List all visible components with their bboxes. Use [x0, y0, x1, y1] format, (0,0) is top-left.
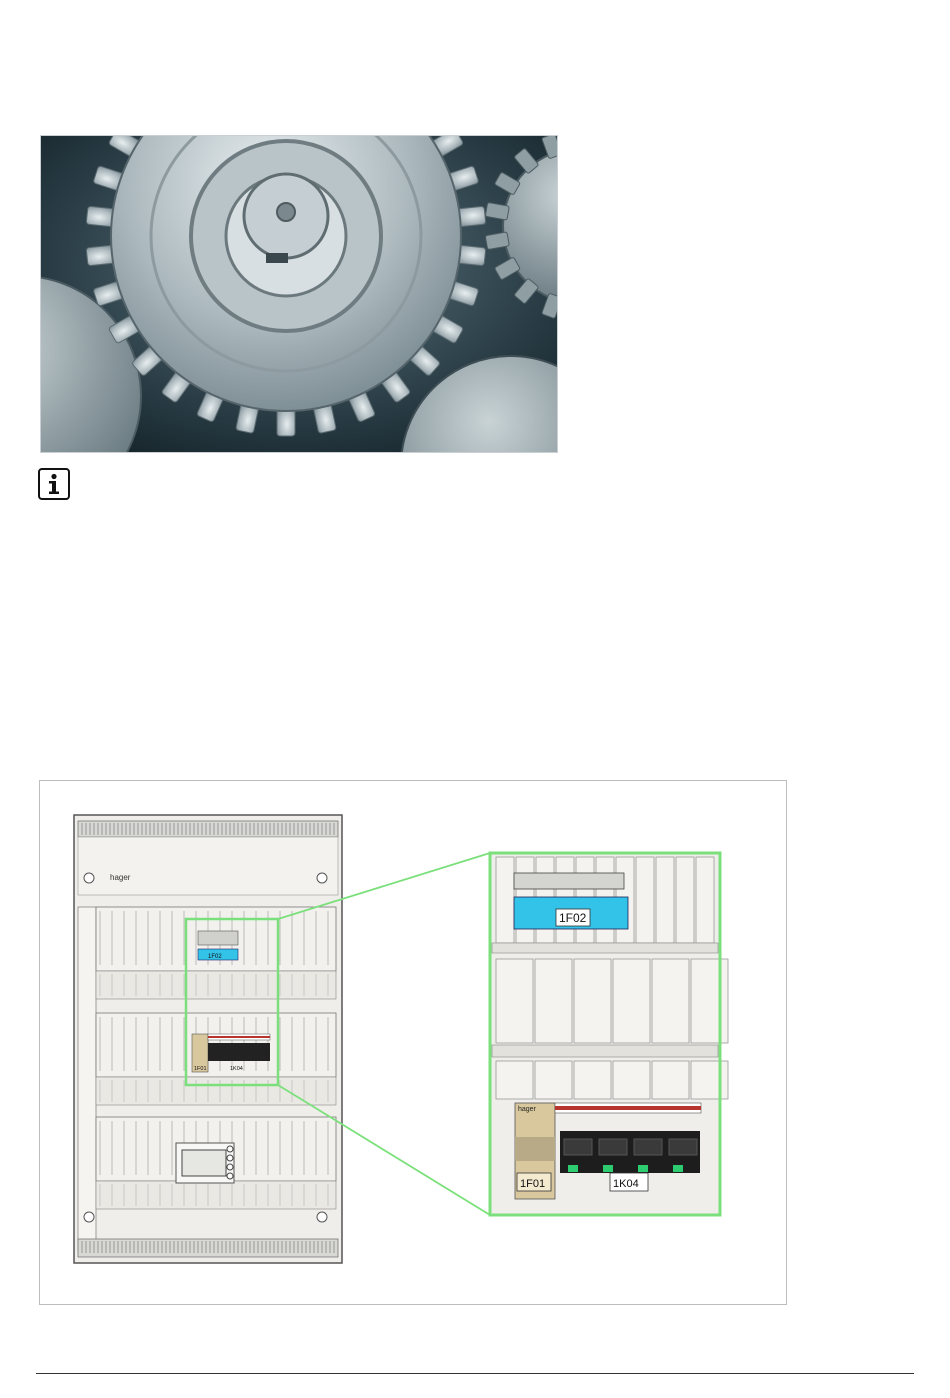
gears-photo	[40, 135, 558, 453]
small-breaker-label: 1F02	[208, 954, 222, 960]
info-icon	[38, 468, 70, 500]
zoom-brand-label: hager	[518, 1106, 537, 1113]
zoom-rcd-label: 1F01	[520, 1178, 545, 1190]
zoom-contactor-label: 1K04	[613, 1178, 639, 1190]
zoom-detail: 1F02 hager 1F01 1K04	[490, 853, 728, 1215]
board-diagram: hager 1F02 1F01 1K04	[40, 781, 786, 1304]
gears-image	[41, 136, 557, 452]
cabinet-brand-label: hager	[110, 873, 131, 882]
small-rcd-label: 1F01	[194, 1066, 207, 1072]
cabinet-overview: hager 1F02 1F01 1K04	[74, 815, 342, 1263]
footer-divider	[36, 1373, 914, 1374]
zoom-breaker-label: 1F02	[559, 911, 587, 925]
small-contactor-label: 1K04	[230, 1066, 243, 1072]
distribution-board-figure: hager 1F02 1F01 1K04	[39, 780, 787, 1305]
